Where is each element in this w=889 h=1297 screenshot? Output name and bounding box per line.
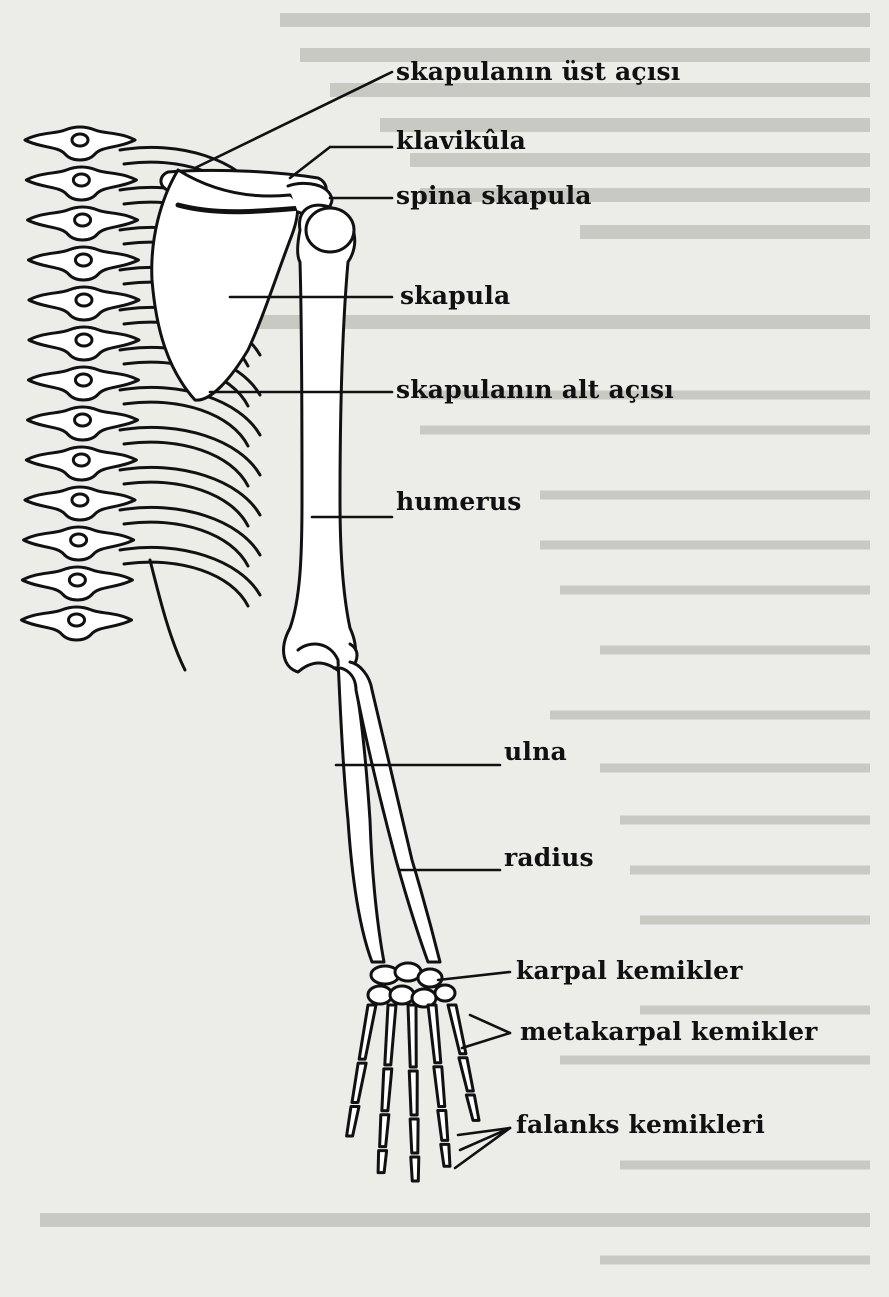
label-scapula-superior-angle: skapulanın üst açısı <box>396 57 681 86</box>
radius-bone <box>332 660 442 964</box>
label-scapula-inferior-angle: skapulanın alt açısı <box>396 375 674 404</box>
label-clavicle: klavikûla <box>396 126 527 155</box>
vertebra <box>24 165 138 202</box>
vertebral-process <box>69 532 89 548</box>
spina-scapula-ridge <box>175 202 303 215</box>
vertebra <box>23 485 137 522</box>
hand-bone <box>350 1061 368 1104</box>
rib <box>118 545 262 608</box>
vertebra <box>27 285 141 322</box>
vertebral-process <box>73 372 93 388</box>
hand-bone <box>383 1003 398 1067</box>
vertebral-process <box>67 612 87 628</box>
floating-rib <box>148 558 187 672</box>
label-phalanges: falanks kemikleri <box>516 1110 765 1139</box>
hand-bone <box>378 1113 391 1149</box>
hand-bone <box>408 1117 420 1155</box>
vertebra <box>26 365 140 402</box>
vertebra <box>26 405 140 442</box>
rib <box>118 425 262 488</box>
vertebral-column <box>20 125 141 642</box>
hand-bone <box>357 1003 378 1061</box>
vertebra <box>20 605 134 642</box>
vertebral-process <box>71 172 91 188</box>
vertebral-process <box>70 132 90 148</box>
vertebral-process <box>73 212 93 228</box>
vertebra <box>23 125 137 162</box>
scapula-bone <box>150 168 299 402</box>
leader-lines <box>193 70 512 1170</box>
label-carpals: karpal kemikler <box>516 956 743 985</box>
hand-bone <box>409 1155 421 1183</box>
hand-bone <box>432 1065 447 1109</box>
vertebral-process <box>73 252 93 268</box>
hand-bone <box>446 1003 468 1056</box>
vertebral-process <box>67 572 87 588</box>
hand-bone <box>464 1093 481 1122</box>
rib <box>118 465 262 528</box>
hand-bone <box>380 1067 394 1113</box>
label-spina-scapula: spina skapula <box>396 181 592 210</box>
vertebral-process <box>74 332 94 348</box>
label-ulna: ulna <box>504 737 567 766</box>
vertebra <box>26 245 140 282</box>
hand-bone <box>439 1142 452 1168</box>
hand-bone <box>376 1149 389 1175</box>
hand-bone <box>436 1109 450 1142</box>
label-metacarpals: metakarpal kemikler <box>520 1017 818 1046</box>
label-radius: radius <box>504 843 594 872</box>
rib <box>118 505 262 568</box>
hand-bone <box>345 1104 361 1138</box>
vertebra <box>20 565 134 602</box>
humerus-head <box>304 206 356 254</box>
hand-bone <box>406 1003 418 1069</box>
vertebra <box>27 325 141 362</box>
hand-bones <box>345 1003 481 1183</box>
vertebral-process <box>74 292 94 308</box>
vertebra <box>26 205 140 242</box>
hand-bone <box>426 1003 443 1065</box>
hand-bone <box>457 1056 475 1093</box>
hand-bone <box>407 1069 419 1117</box>
carpal-bones <box>366 961 457 1009</box>
vertebral-process <box>73 412 93 428</box>
vertebral-process <box>71 452 91 468</box>
vertebra <box>24 445 138 482</box>
humerus-bone <box>282 203 357 674</box>
label-scapula: skapula <box>400 281 511 310</box>
vertebra <box>22 525 136 562</box>
vertebral-process <box>70 492 90 508</box>
label-humerus: humerus <box>396 487 522 516</box>
